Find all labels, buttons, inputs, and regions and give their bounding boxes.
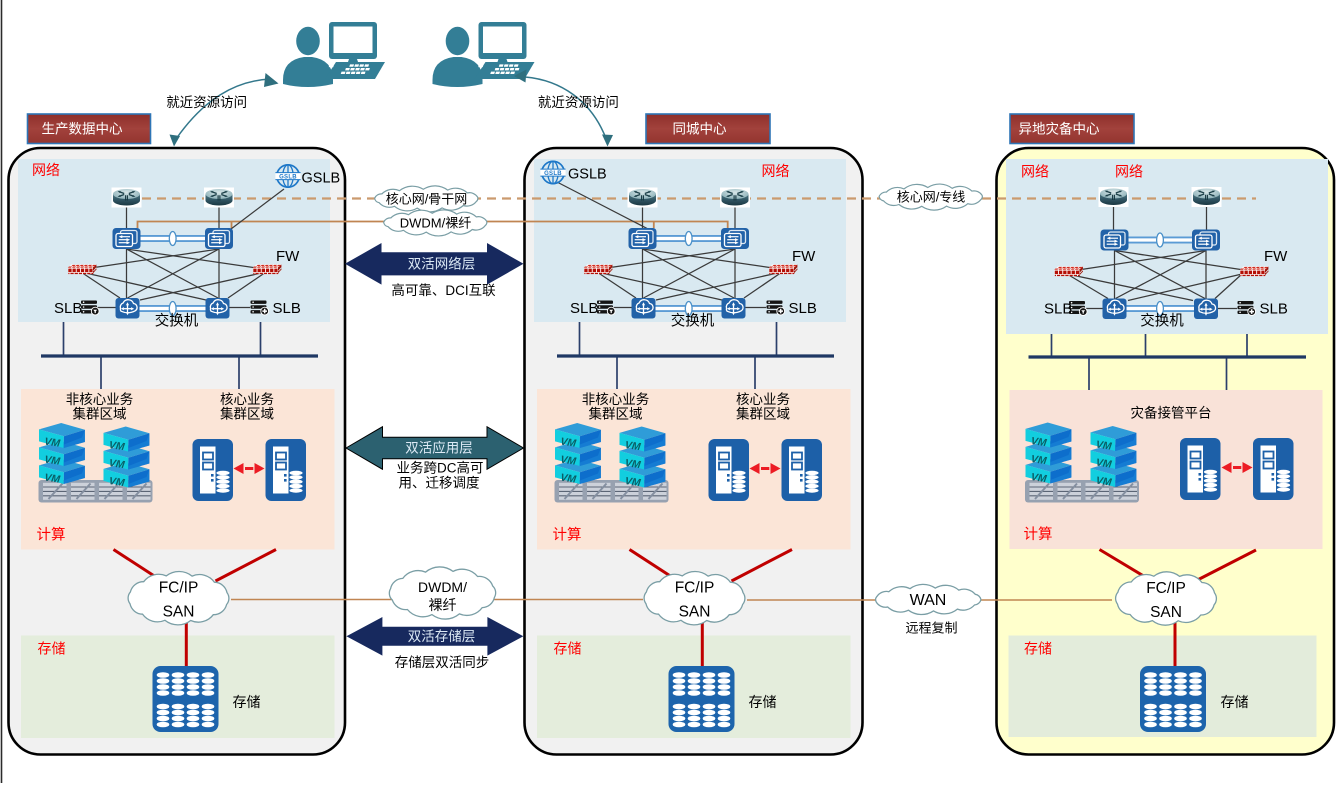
- svg-text:裸纤: 裸纤: [429, 597, 457, 613]
- svg-text:交换机: 交换机: [671, 312, 715, 330]
- svg-text:FC/IP: FC/IP: [675, 580, 715, 597]
- svg-text:SAN: SAN: [163, 604, 195, 621]
- svg-text:集群区域: 集群区域: [73, 407, 127, 422]
- svg-text:计算: 计算: [553, 527, 582, 544]
- svg-text:存储: 存储: [233, 694, 261, 710]
- svg-text:存储: 存储: [749, 694, 777, 710]
- svg-text:FW: FW: [276, 248, 300, 265]
- svg-text:FC/IP: FC/IP: [1146, 580, 1186, 597]
- svg-text:网络: 网络: [32, 162, 60, 178]
- svg-text:异地灾备中心: 异地灾备中心: [1019, 121, 1100, 137]
- svg-text:GSLB: GSLB: [568, 167, 607, 183]
- svg-text:SLB: SLB: [1044, 301, 1072, 318]
- svg-text:网络: 网络: [762, 163, 790, 179]
- svg-text:SLB: SLB: [1260, 301, 1288, 318]
- svg-text:同城中心: 同城中心: [673, 122, 727, 137]
- svg-text:核心网/骨干网: 核心网/骨干网: [386, 192, 468, 207]
- svg-text:SAN: SAN: [679, 604, 711, 621]
- svg-text:核心业务: 核心业务: [736, 392, 790, 407]
- svg-text:核心网/专线: 核心网/专线: [897, 190, 966, 205]
- svg-text:WAN: WAN: [910, 592, 947, 609]
- svg-text:GSLB: GSLB: [302, 171, 341, 187]
- svg-text:SAN: SAN: [1150, 604, 1182, 621]
- svg-text:交换机: 交换机: [1140, 312, 1184, 330]
- svg-text:核心业务: 核心业务: [220, 392, 274, 407]
- svg-text:FW: FW: [792, 248, 816, 265]
- svg-text:计算: 计算: [37, 527, 66, 544]
- svg-text:DWDM/: DWDM/: [418, 579, 467, 595]
- svg-text:用、迁移调度: 用、迁移调度: [399, 476, 480, 491]
- svg-text:FW: FW: [1264, 248, 1288, 265]
- svg-text:业务跨DC高可: 业务跨DC高可: [397, 460, 484, 476]
- svg-text:计算: 计算: [1024, 526, 1053, 543]
- svg-text:存储: 存储: [1221, 694, 1249, 710]
- svg-text:双活存储层: 双活存储层: [408, 629, 476, 644]
- svg-text:非核心业务: 非核心业务: [66, 392, 134, 407]
- svg-text:高可靠、DCI互联: 高可靠、DCI互联: [391, 282, 496, 298]
- svg-text:生产数据中心: 生产数据中心: [42, 122, 123, 137]
- svg-text:存储层双活同步: 存储层双活同步: [395, 655, 490, 670]
- svg-text:FC/IP: FC/IP: [159, 580, 199, 597]
- svg-text:网络: 网络: [1021, 164, 1049, 180]
- svg-text:网络: 网络: [1115, 164, 1143, 180]
- svg-text:灾备接管平台: 灾备接管平台: [1131, 405, 1212, 421]
- svg-text:SLB: SLB: [789, 300, 817, 317]
- svg-text:存储: 存储: [38, 641, 66, 657]
- svg-text:集群区域: 集群区域: [736, 407, 790, 422]
- svg-text:集群区域: 集群区域: [220, 407, 274, 422]
- svg-text:双活网络层: 双活网络层: [408, 256, 476, 271]
- svg-text:就近资源访问: 就近资源访问: [538, 95, 619, 110]
- svg-text:远程复制: 远程复制: [905, 621, 957, 636]
- svg-text:DWDM/裸纤: DWDM/裸纤: [400, 216, 472, 231]
- svg-text:交换机: 交换机: [155, 312, 199, 330]
- svg-text:存储: 存储: [554, 641, 582, 657]
- svg-text:非核心业务: 非核心业务: [582, 392, 650, 407]
- svg-text:集群区域: 集群区域: [589, 407, 643, 422]
- svg-text:就近资源访问: 就近资源访问: [166, 95, 247, 110]
- svg-text:存储: 存储: [1024, 641, 1052, 657]
- svg-text:SLB: SLB: [570, 300, 598, 317]
- svg-text:双活应用层: 双活应用层: [405, 440, 473, 456]
- svg-text:SLB: SLB: [54, 300, 82, 317]
- svg-text:SLB: SLB: [273, 300, 301, 317]
